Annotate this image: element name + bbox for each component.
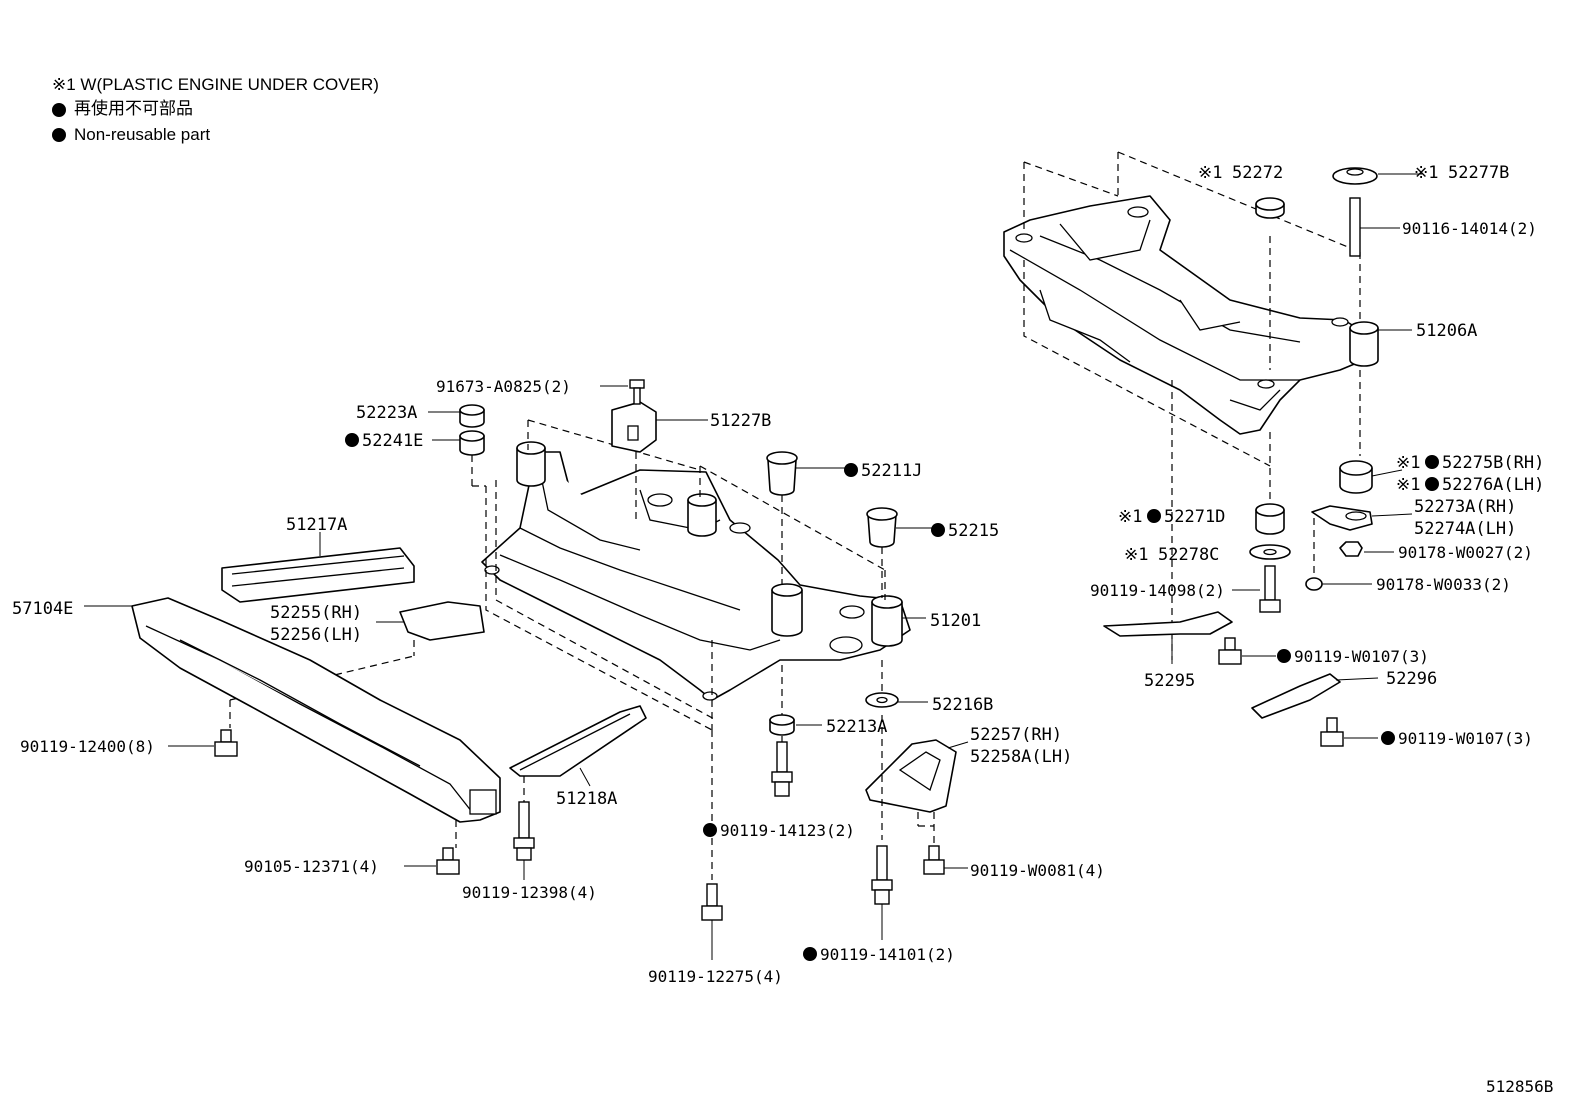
rear-member-51206A [1003,151,1412,660]
ref-mark: ※1 [1118,507,1142,527]
bracket-51217A [221,532,415,603]
label-90119-14123: 90119-14123(2) [720,821,855,840]
bolt-90119-W0081 [923,845,968,875]
stud-90116 [1349,197,1400,257]
label-90178-W0033: 90178-W0033(2) [1376,575,1511,594]
label-90178-W0027: 90178-W0027(2) [1398,543,1533,562]
bolt-90119-W0107-b [1320,717,1378,747]
nut-90178-W0027 [1339,541,1394,557]
nut-90178-W0033 [1305,577,1372,591]
diagram-id: 512856B [1486,1077,1553,1096]
label-90119-14098: 90119-14098(2) [1090,581,1225,600]
bolt-90119-W0107-a [1218,637,1276,665]
nonreusable-dot-icon [1425,477,1439,491]
label-52277B: 52277B [1448,163,1509,183]
label-51227B: 51227B [710,411,771,431]
label-90119-12275: 90119-12275(4) [648,967,783,986]
bushing-52241E [432,430,485,486]
stopper-52272 [1255,197,1285,219]
label-52223A: 52223A [356,403,417,423]
label-91673: 91673-A0825(2) [436,377,571,396]
stopper-52277B [1332,167,1422,185]
bolt-90119-12275 [701,730,723,960]
label-52213A: 52213A [826,717,887,737]
bolt-90119-12400 [168,729,238,757]
bolt-90119-14101 [871,845,893,940]
nonreusable-dot-icon [844,463,858,477]
label-52216B: 52216B [932,695,993,715]
label-51217A: 51217A [286,515,347,535]
bolt-91673 [600,379,645,405]
nonreusable-dot-icon [1277,649,1291,663]
label-52258A: 52258A(LH) [970,747,1072,767]
collar-52213A [769,665,822,736]
label-90119-W0107-b: 90119-W0107(3) [1398,729,1533,748]
label-51218A: 51218A [556,789,617,809]
bushing-52215 [866,507,934,598]
bushing-52223A [428,404,485,428]
nonreusable-dot-icon [931,523,945,537]
legend-nonreusable-ja: 再使用不可部品 [52,97,379,122]
label-90105-12371: 90105-12371(4) [244,857,379,876]
label-52255: 52255(RH) [270,603,362,623]
label-52295: 52295 [1144,671,1195,691]
legend: ※1 W(PLASTIC ENGINE UNDER COVER) 再使用不可部品… [52,72,379,147]
label-52211J: 52211J [861,461,922,481]
label-90119-12398: 90119-12398(4) [462,883,597,902]
front-crossmember-51201 [472,419,911,731]
brace-52295 [1103,611,1233,664]
nonreusable-dot-icon [1147,509,1161,523]
legend-note: ※1 W(PLASTIC ENGINE UNDER COVER) [52,75,379,94]
ref-mark: ※1 [1396,453,1420,473]
bushing-52275B [1339,370,1403,494]
plate-52257 [865,715,969,846]
label-52215: 52215 [948,521,999,541]
label-51201: 51201 [930,611,981,631]
label-52273A: 52273A(RH) [1414,497,1516,517]
label-52256: 52256(LH) [270,625,362,645]
label-90119-12400: 90119-12400(8) [20,737,155,756]
nonreusable-dot-icon [345,433,359,447]
nonreusable-dot-icon [803,947,817,961]
label-90119-W0107-a: 90119-W0107(3) [1294,647,1429,666]
bushing-52271D [1255,432,1285,535]
cover-52255 [229,601,485,728]
label-52272: 52272 [1232,163,1283,183]
label-52276A: 52276A(LH) [1442,475,1544,495]
label-52275B: 52275B(RH) [1442,453,1544,473]
plate-52273A [1311,505,1413,578]
bolt-90119-14123 [771,736,793,797]
bracket-51218A [509,705,647,802]
label-52241E: 52241E [362,431,423,451]
nonreusable-dot-icon [703,823,717,837]
label-52278C: 52278C [1158,545,1219,565]
label-52274A: 52274A(LH) [1414,519,1516,539]
washer-52216B [865,660,928,708]
label-90119-W0081: 90119-W0081(4) [970,861,1105,880]
label-52271D: 52271D [1164,507,1225,527]
filled-dot-icon [52,127,66,142]
label-90119-14101: 90119-14101(2) [820,945,955,964]
bolt-90119-14098 [1232,565,1281,613]
nonreusable-dot-icon [1425,455,1439,469]
label-90116: 90116-14014(2) [1402,219,1537,238]
member-57104E [84,597,501,848]
bolt-90119-12398 [513,801,535,880]
label-52296: 52296 [1386,669,1437,689]
brace-52296 [1251,673,1379,719]
ref-mark: ※1 [1414,163,1438,183]
bushing-52211J [766,451,848,585]
washer-52278C [1249,544,1291,560]
ref-mark: ※1 [1396,475,1420,495]
ref-mark: ※1 [1124,545,1148,565]
legend-nonreusable-en: Non-reusable part [52,122,379,147]
label-57104E: 57104E [12,599,73,619]
ref-mark: ※1 [1198,163,1222,183]
label-51206A: 51206A [1416,321,1477,341]
bolt-90105-12371 [404,847,460,875]
filled-dot-icon [52,102,66,117]
label-52257: 52257(RH) [970,725,1062,745]
nonreusable-dot-icon [1381,731,1395,745]
